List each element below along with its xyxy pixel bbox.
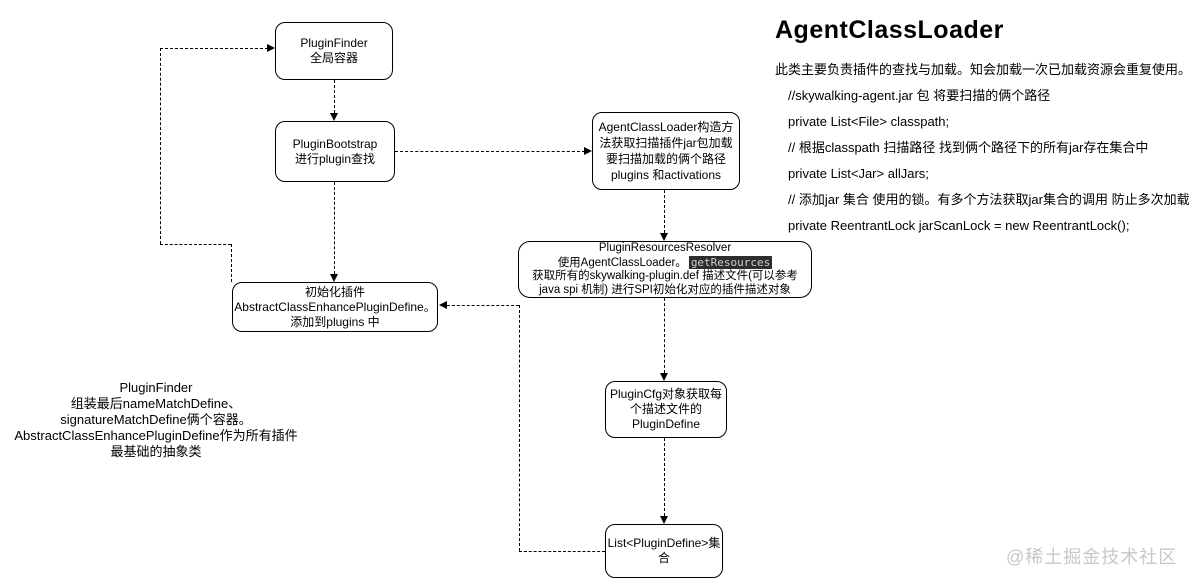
connector-list-horizontal [519,551,605,552]
connector-initplugin-up-segment [231,244,232,282]
node-plugin-resources-resolver: PluginResourcesResolver 使用AgentClassLoad… [518,241,812,298]
connector-bootstrap-to-initplugin [334,182,335,274]
node-plugin-bootstrap: PluginBootstrap 进行plugin查找 [275,121,395,182]
connector-list-vertical [519,305,520,551]
connector-resolver-to-plugincfg [664,298,665,373]
resolver-line-3: 获取所有的skywalking-plugin.def 描述文件(可以参考 [532,270,798,282]
code-line-4: private List<Jar> allJars; [788,166,929,181]
watermark: @稀土掘金技术社区 [1006,547,1178,567]
connector-feedback-vertical [160,48,161,244]
code-line-2: private List<File> classpath; [788,114,950,129]
plugin-finder-note: PluginFinder 组装最后nameMatchDefine、 signat… [14,380,298,459]
panel-title: AgentClassLoader [775,16,1004,44]
connector-feedback-into-pluginfinder [160,48,268,49]
resolver-line-4: java spi 机制) 进行SPI初始化对应的插件描述对象 [539,283,791,296]
code-line-3: // 根据classpath 扫描路径 找到俩个路径下的所有jar存在集合中 [788,140,1149,155]
node-plugin-cfg: PluginCfg对象获取每 个描述文件的 PluginDefine [605,381,727,438]
connector-aclctor-to-resolver [664,190,665,233]
arrowhead-into-plugincfg [660,373,668,381]
resolver-line-1: PluginResourcesResolver [598,242,732,254]
arrowhead-into-aclctor [584,147,592,155]
code-line-5: // 添加jar 集合 使用的锁。有多个方法获取jar集合的调用 防止多次加载 [788,192,1190,207]
connector-pluginfinder-to-bootstrap [334,80,335,113]
connector-bootstrap-to-aclctor [395,151,585,152]
arrowhead-into-initplugin-right [439,301,447,309]
node-init-plugin: 初始化插件 AbstractClassEnhancePluginDefine。 … [232,282,438,332]
arrowhead-into-list [660,516,668,524]
code-line-6: private ReentrantLock jarScanLock = new … [788,218,1130,233]
code-line-1: //skywalking-agent.jar 包 将要扫描的俩个路径 [788,88,1051,103]
node-agent-class-loader-ctor: AgentClassLoader构造方 法获取扫描插件jar包加载 要扫描加载的… [592,112,740,190]
panel-code-block: //skywalking-agent.jar 包 将要扫描的俩个路径 priva… [788,86,1190,242]
connector-plugincfg-to-list [664,438,665,516]
resolver-line-2-text: 使用AgentClassLoader。 [557,256,687,269]
connector-into-initplugin-right [447,305,519,306]
panel-subtitle: 此类主要负责插件的查找与加载。知会加载一次已加载资源会重复使用。 [775,62,1191,77]
arrowhead-into-initplugin-top [330,274,338,282]
arrowhead-into-pluginfinder [267,44,275,52]
resolver-line-2: 使用AgentClassLoader。getResources [557,255,773,271]
arrowhead-into-bootstrap [330,113,338,121]
get-resources-code-highlight: getResources [688,255,773,269]
node-plugin-define-list: List<PluginDefine>集 合 [605,524,723,578]
node-plugin-finder: PluginFinder 全局容器 [275,22,393,80]
arrowhead-into-resolver [660,233,668,241]
connector-feedback-horizontal-mid [160,244,231,245]
